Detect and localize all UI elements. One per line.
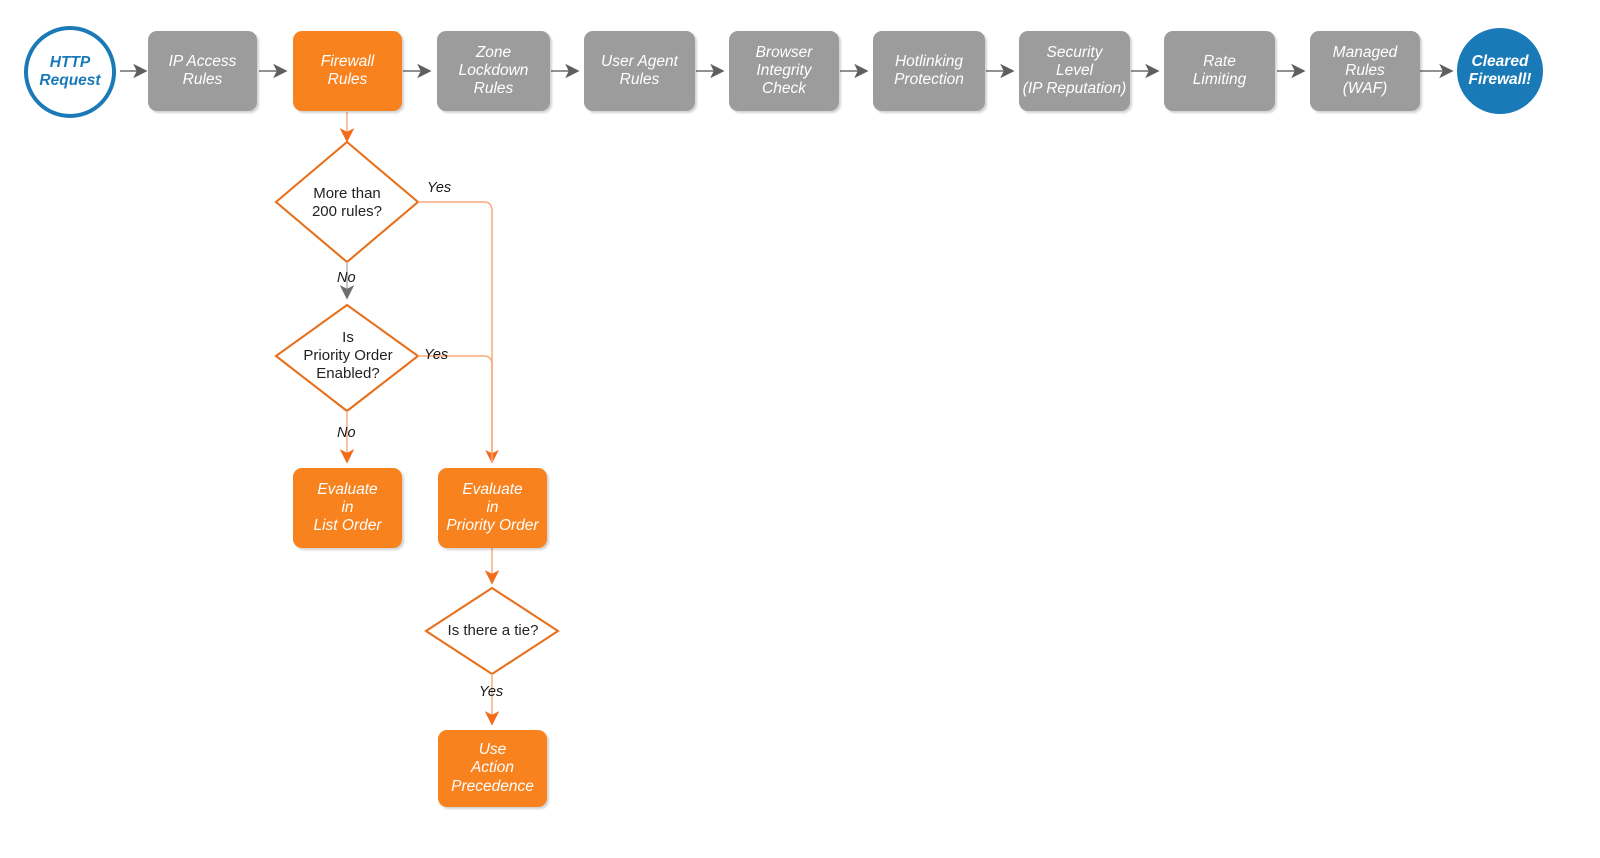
decision-more-than-200-rules-shape <box>274 140 420 264</box>
edge-d2-yes <box>418 355 493 462</box>
edge-d1-yes <box>418 201 499 464</box>
decision-is-there-a-tie-label: Is there a tie? <box>447 622 539 639</box>
decision-is-priority-order-enabled-shape <box>274 303 420 413</box>
edge-label-no-200-rules: No <box>337 270 356 286</box>
edge-label-yes-priority-order: Yes <box>424 347 449 363</box>
decision-is-there-a-tie[interactable]: Is there a tie? <box>427 618 559 644</box>
edge-label-no-priority-order: No <box>337 425 356 441</box>
edge-label-yes-tie: Yes <box>479 684 504 700</box>
decision-is-there-a-tie-shape <box>424 586 560 676</box>
edge-label-yes-200-rules: Yes <box>427 180 452 196</box>
